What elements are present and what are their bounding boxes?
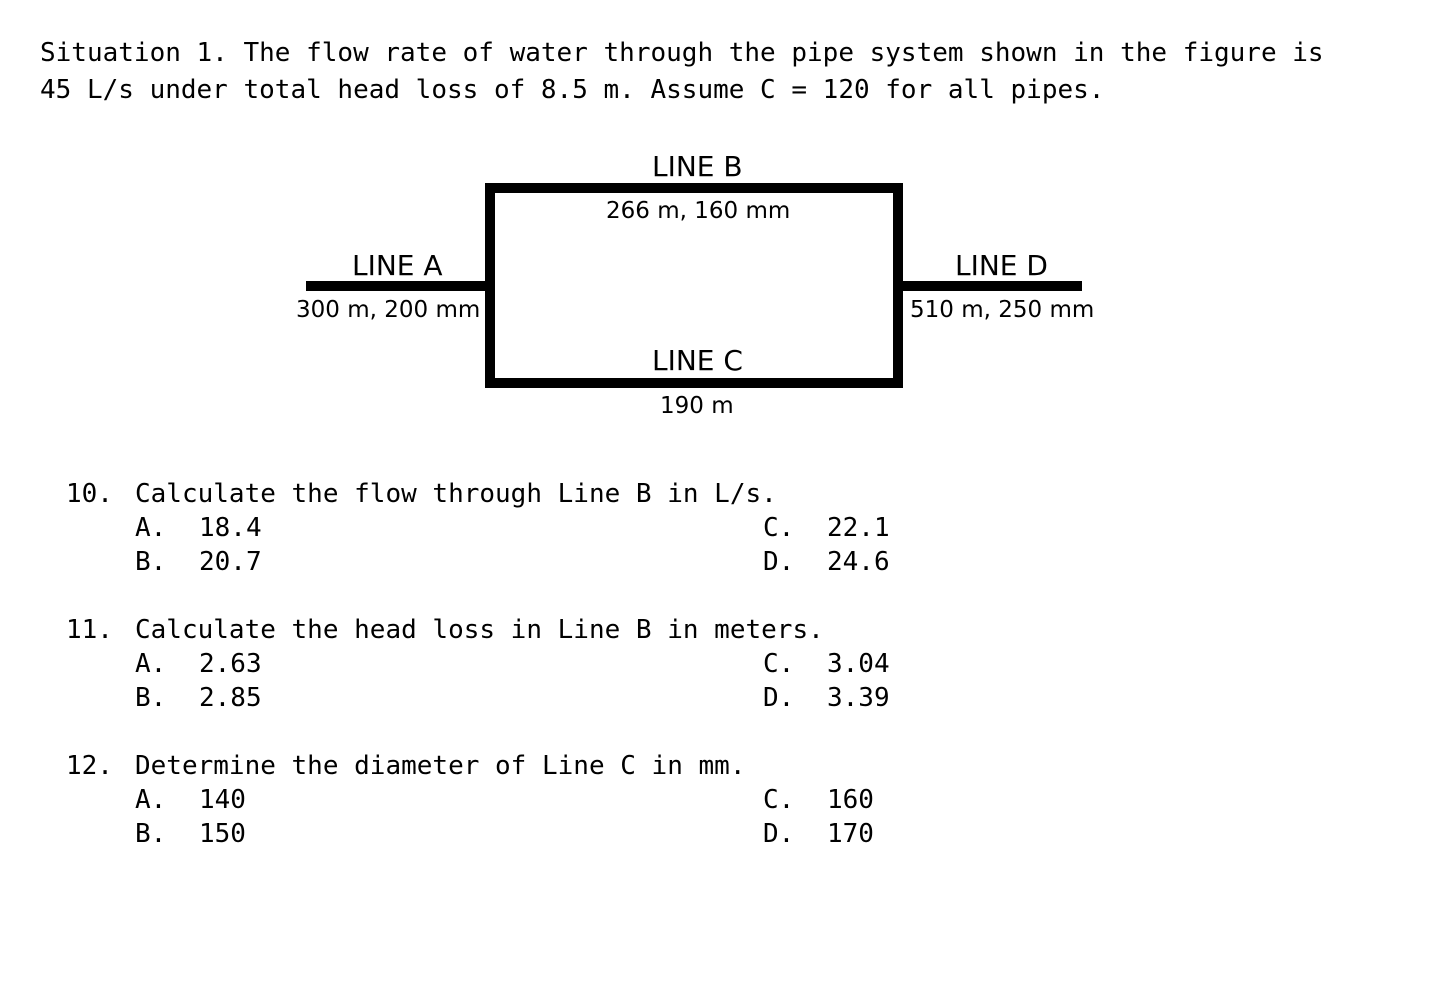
line-c-spec: 190 m	[660, 393, 734, 419]
line-b-spec: 266 m, 160 mm	[606, 198, 791, 224]
line-b-label: LINE B	[652, 150, 743, 183]
line-c-label: LINE C	[652, 344, 743, 377]
choice-b-letter: B.	[135, 819, 167, 849]
question-text: Calculate the head loss in Line B in met…	[135, 615, 824, 645]
choice-a-letter: A.	[135, 785, 167, 815]
pipe-line-d	[898, 281, 1082, 291]
line-d-spec: 510 m, 250 mm	[910, 297, 1095, 323]
choice-b-value: 20.7	[199, 547, 262, 577]
question-number: 11.	[66, 615, 113, 645]
pipe-line-a	[306, 281, 492, 291]
choice-c-letter: C.	[763, 785, 795, 815]
choice-a-value: 140	[199, 785, 246, 815]
choice-c-value: 22.1	[827, 513, 890, 543]
choice-b-letter: B.	[135, 683, 167, 713]
choice-b-value: 150	[199, 819, 246, 849]
pipe-left-junction	[485, 183, 495, 388]
situation-line-2: 45 L/s under total head loss of 8.5 m. A…	[40, 75, 1105, 105]
choice-d-value: 24.6	[827, 547, 890, 577]
choice-d-letter: D.	[763, 683, 795, 713]
question-text: Calculate the flow through Line B in L/s…	[135, 479, 777, 509]
question-number: 12.	[66, 751, 113, 781]
choice-d-value: 3.39	[827, 683, 890, 713]
question-number: 10.	[66, 479, 113, 509]
pipe-line-c	[485, 378, 903, 388]
choice-b-value: 2.85	[199, 683, 262, 713]
choice-c-value: 3.04	[827, 649, 890, 679]
choice-a-letter: A.	[135, 513, 167, 543]
question-text: Determine the diameter of Line C in mm.	[135, 751, 746, 781]
line-a-spec: 300 m, 200 mm	[296, 297, 481, 323]
line-d-label: LINE D	[955, 249, 1048, 282]
choice-a-value: 18.4	[199, 513, 262, 543]
line-a-label: LINE A	[352, 249, 443, 282]
situation-line-1: Situation 1. The flow rate of water thro…	[40, 38, 1324, 68]
choice-c-letter: C.	[763, 513, 795, 543]
choice-b-letter: B.	[135, 547, 167, 577]
choice-d-letter: D.	[763, 547, 795, 577]
choice-c-letter: C.	[763, 649, 795, 679]
choice-d-letter: D.	[763, 819, 795, 849]
choice-c-value: 160	[827, 785, 874, 815]
choice-a-value: 2.63	[199, 649, 262, 679]
choice-d-value: 170	[827, 819, 874, 849]
pipe-line-b	[485, 183, 903, 193]
choice-a-letter: A.	[135, 649, 167, 679]
